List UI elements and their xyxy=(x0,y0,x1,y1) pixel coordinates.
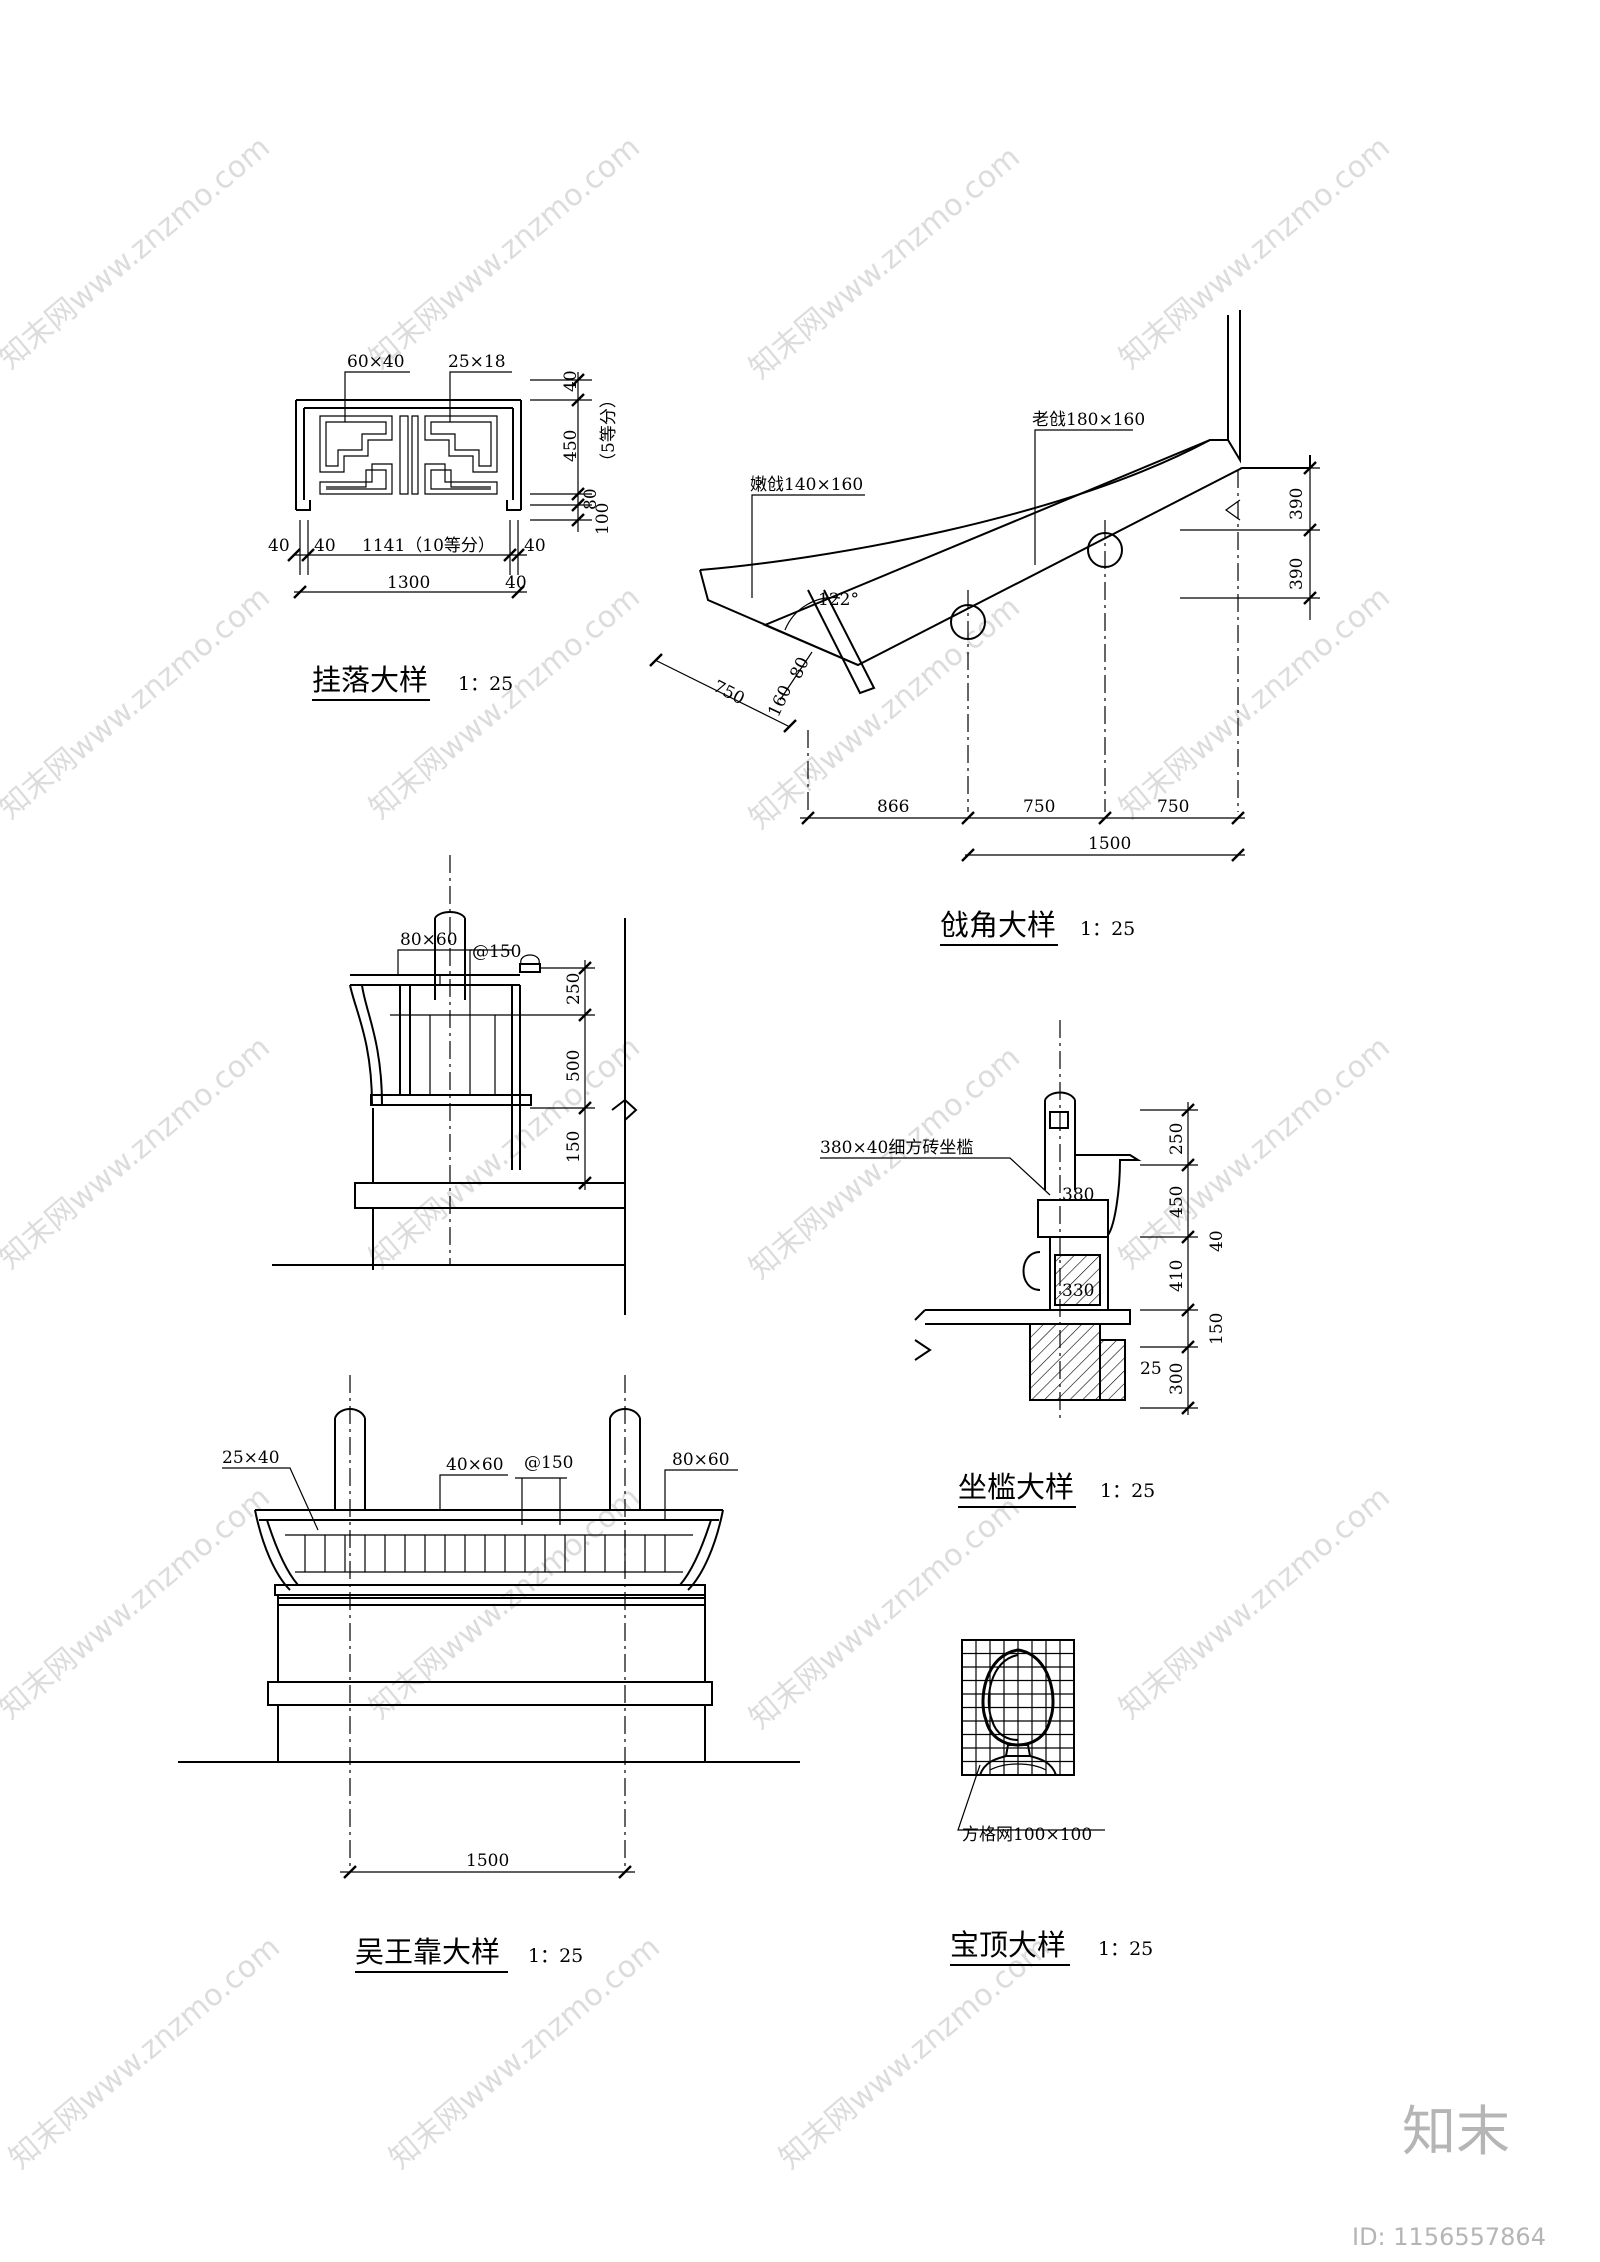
finial-grid xyxy=(962,1640,1074,1775)
watermark-text: 知末网www.znzmo.com xyxy=(363,1030,647,1276)
fret-dim-label: 80 xyxy=(581,488,601,510)
brand-logo: 知末 xyxy=(1402,2100,1510,2163)
front-top-rail-note: 80×60 xyxy=(672,1450,730,1470)
hanging-fret-detail: 60×40 25×18 40 40 1141（10等分） 40 1300 40 … xyxy=(268,352,619,701)
brand-id-label: ID: 1156557864 xyxy=(1352,2223,1546,2251)
eave-corner-title: 戗角大样 xyxy=(940,908,1056,942)
watermark-text: 知末网www.znzmo.com xyxy=(1113,1480,1397,1726)
watermark-text: 知末网www.znzmo.com xyxy=(0,580,277,826)
seat-rail-note: 380×40细方砖坐槛 xyxy=(820,1138,973,1158)
brand-mark: 知末 ID: 1156557864 xyxy=(1352,2100,1546,2251)
watermark-layer: 知末网www.znzmo.com 知末网www.znzmo.com 知末网www… xyxy=(0,130,1397,2176)
hanging-fret-scale: 1：25 xyxy=(458,673,513,695)
eave-dim-label: 390 xyxy=(1287,558,1307,590)
watermark-text: 知末网www.znzmo.com xyxy=(743,140,1027,386)
watermark-text: 知末网www.znzmo.com xyxy=(1113,130,1397,376)
eave-corner-scale: 1：25 xyxy=(1080,918,1135,940)
watermark-text: 知末网www.znzmo.com xyxy=(363,1480,647,1726)
watermark-text: 知末网www.znzmo.com xyxy=(0,1480,277,1726)
eave-angle-note: 122° xyxy=(818,590,859,610)
fret-dim-label: 100 xyxy=(593,503,613,535)
side-spacing-note: @150 xyxy=(472,942,521,962)
front-spacing-note: @150 xyxy=(524,1453,573,1473)
side-dim-label: 250 xyxy=(564,973,584,1005)
seat-dim-label: 40 xyxy=(1207,1230,1227,1252)
seat-dim-label: 250 xyxy=(1167,1123,1187,1155)
seat-rail-title: 坐槛大样 xyxy=(958,1470,1074,1504)
seat-rail-scale: 1：25 xyxy=(1100,1480,1155,1502)
side-dim-label: 500 xyxy=(564,1050,584,1082)
seat-dim-label: 300 xyxy=(1167,1363,1187,1395)
side-dim-label: 150 xyxy=(564,1131,584,1163)
eave-dim-label: 750 xyxy=(1023,797,1055,817)
seat-dim-label: 450 xyxy=(1167,1186,1187,1218)
wuwang-title: 吴王靠大样 xyxy=(355,1935,500,1969)
front-post-size-note: 25×40 xyxy=(222,1448,280,1468)
fret-frame-size-note: 60×40 xyxy=(347,352,405,372)
watermark-text: 知末网www.znzmo.com xyxy=(0,1030,277,1276)
seat-dim-label: 150 xyxy=(1207,1313,1227,1345)
watermark-text: 知末网www.znzmo.com xyxy=(743,1040,1027,1286)
fret-division-note: （5等分） xyxy=(599,391,619,470)
eave-dim-label: 866 xyxy=(877,797,909,817)
fret-dim-label: 450 xyxy=(561,430,581,462)
watermark-text: 知末网www.znzmo.com xyxy=(363,580,647,826)
wuwang-scale: 1：25 xyxy=(528,1945,583,1967)
watermark-text: 知末网www.znzmo.com xyxy=(1113,580,1397,826)
fret-dim-label: 40 xyxy=(268,536,290,556)
eave-dim-label: 750 xyxy=(1157,797,1189,817)
finial-grid-note: 方格网100×100 xyxy=(962,1825,1092,1845)
main-rafter-note: 老戗180×160 xyxy=(1032,410,1145,430)
watermark-text: 知末网www.znzmo.com xyxy=(0,130,277,376)
fret-spacing-note: 1141（10等分） xyxy=(362,536,495,556)
finial-detail: 方格网100×100 宝顶大样 1：25 xyxy=(950,1639,1153,1966)
watermark-text: 知末网www.znzmo.com xyxy=(3,1930,287,2176)
seat-dim-label: 25 xyxy=(1140,1359,1162,1379)
watermark-text: 知末网www.znzmo.com xyxy=(1113,1030,1397,1276)
finial-scale: 1：25 xyxy=(1098,1938,1153,1960)
seat-dim-label: 380 xyxy=(1062,1185,1094,1205)
front-dim-label: 1500 xyxy=(466,1851,509,1871)
seat-dim-label: 410 xyxy=(1167,1260,1187,1292)
fret-dim-label: 40 xyxy=(524,536,546,556)
wuwang-front-elevation: 25×40 40×60 @150 80×60 1500 吴王靠大样 1：25 xyxy=(178,1375,800,1973)
watermark-text: 知末网www.znzmo.com xyxy=(363,130,647,376)
eave-dim-label: 390 xyxy=(1287,488,1307,520)
fret-bar-size-note: 25×18 xyxy=(448,352,506,372)
fret-dim-label: 40 xyxy=(505,573,527,593)
eave-corner-detail: 122° 老戗180×160 嫩戗140×160 390 390 750 80 … xyxy=(649,310,1320,946)
seat-rail-detail: 380×40细方砖坐槛 380 330 25 250 450 40 410 15… xyxy=(820,1020,1227,1508)
baluster-row xyxy=(304,1535,666,1572)
finial-title: 宝顶大样 xyxy=(950,1928,1066,1962)
eave-dim-label: 80 xyxy=(786,654,813,682)
eave-dim-label: 160 xyxy=(764,682,796,720)
fret-dim-label: 40 xyxy=(314,536,336,556)
wuwang-side-view: 80×60 @150 250 500 150 xyxy=(272,855,638,1315)
eave-dim-label: 1500 xyxy=(1088,834,1131,854)
fret-dim-label: 40 xyxy=(561,370,581,392)
side-rail-size-note: 80×60 xyxy=(400,930,458,950)
hanging-fret-title: 挂落大样 xyxy=(312,663,428,697)
watermark-text: 知末网www.znzmo.com xyxy=(773,1930,1057,2176)
front-rail-size-note: 40×60 xyxy=(446,1455,504,1475)
eave-dim-label: 750 xyxy=(710,677,748,710)
fret-dim-label: 1300 xyxy=(387,573,430,593)
sub-rafter-note: 嫩戗140×160 xyxy=(750,475,863,495)
seat-dim-label: 330 xyxy=(1062,1281,1094,1301)
